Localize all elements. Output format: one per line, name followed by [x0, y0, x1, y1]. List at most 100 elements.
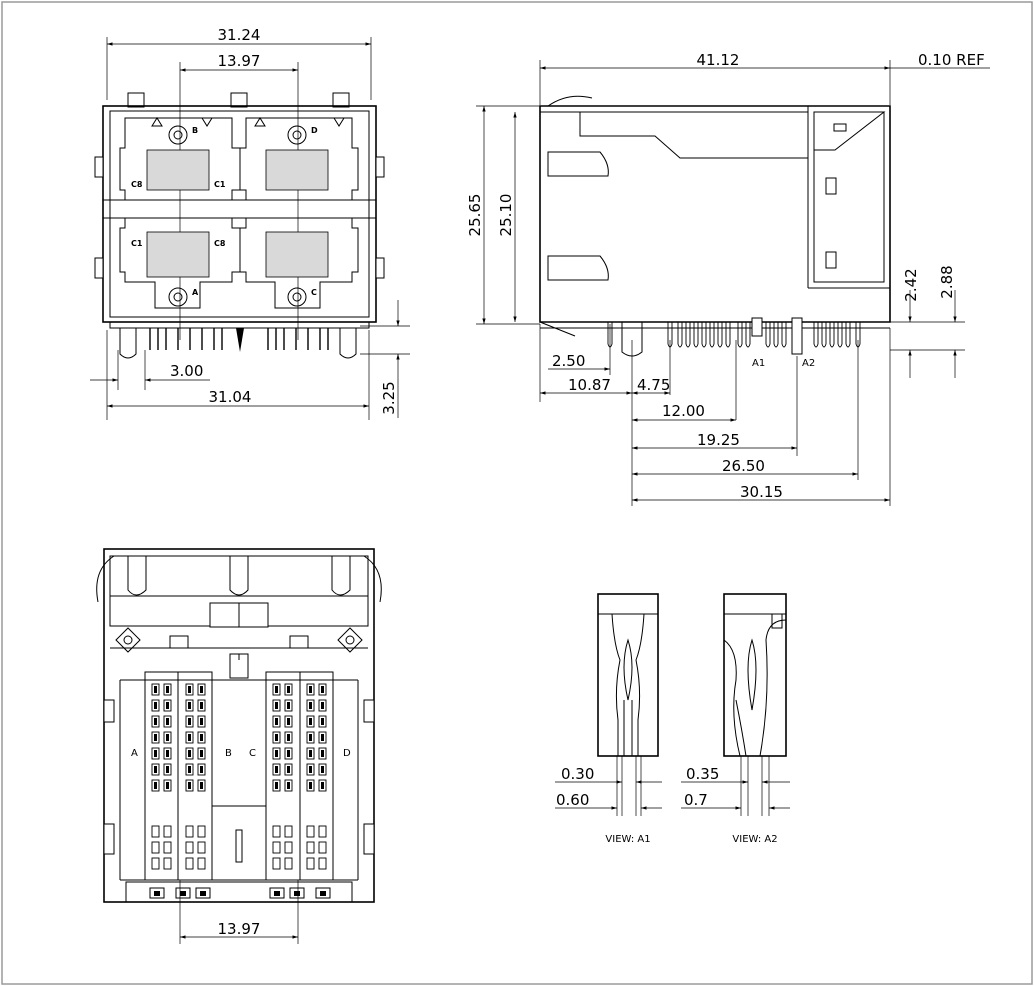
terminal-pad — [185, 683, 194, 696]
terminal-pad — [197, 699, 206, 712]
bottom-port-label-c: C — [249, 748, 256, 759]
dim-pin-first: 10.87 — [568, 376, 611, 394]
bottom-port-label-d: D — [343, 748, 351, 759]
side-pin — [709, 322, 715, 348]
side-pin — [737, 322, 743, 348]
terminal-pad — [163, 715, 172, 728]
terminal-pad — [318, 731, 327, 744]
contact-label-c8-top: C8 — [131, 180, 143, 189]
dim-a2-inner: 0.35 — [686, 765, 719, 783]
terminal-pad-core — [154, 686, 157, 693]
port-top-left — [119, 117, 241, 201]
dim-overall-length: 41.12 — [697, 51, 740, 69]
terminal-pad — [197, 763, 206, 776]
terminal-pad-core — [188, 782, 191, 789]
terminal-pad — [272, 763, 281, 776]
terminal-pad-core — [309, 734, 312, 741]
terminal-pad-core — [309, 718, 312, 725]
terminal-pad — [151, 857, 160, 870]
base-pad-core — [294, 891, 300, 896]
port-label-c: C — [311, 288, 317, 297]
dim-a2-outer: 0.7 — [684, 791, 708, 809]
terminal-pad-core — [321, 702, 324, 709]
terminal-pad — [318, 747, 327, 760]
bottom-base-pads — [149, 887, 331, 899]
terminal-pad-core — [166, 782, 169, 789]
bottom-port-label-a: A — [131, 748, 138, 759]
contact-label-c1-top: C1 — [214, 180, 226, 189]
terminal-pad — [163, 841, 172, 854]
terminal-pad-core — [309, 766, 312, 773]
terminal-pad-core — [321, 766, 324, 773]
terminal-pad — [185, 779, 194, 792]
terminal-pad — [284, 715, 293, 728]
terminal-pad-core — [200, 750, 203, 757]
terminal-pad — [197, 857, 206, 870]
dim-pin-offset: 3.00 — [170, 362, 203, 380]
terminal-pad — [318, 683, 327, 696]
front-pins — [149, 328, 329, 352]
terminal-pad — [306, 779, 315, 792]
terminal-pad-core — [287, 734, 290, 741]
base-pad-core — [320, 891, 326, 896]
terminal-pad — [284, 779, 293, 792]
port-label-b: B — [192, 126, 198, 135]
terminal-pad-core — [287, 702, 290, 709]
base-pad — [315, 887, 331, 899]
terminal-pad-core — [200, 782, 203, 789]
terminal-pad-core — [154, 782, 157, 789]
terminal-pad-core — [321, 686, 324, 693]
terminal-pad — [318, 763, 327, 776]
bottom-terminals — [151, 683, 327, 870]
terminal-pad — [185, 857, 194, 870]
side-pin — [677, 322, 683, 348]
terminal-pad — [151, 825, 160, 838]
terminal-pad — [306, 731, 315, 744]
terminal-pad — [151, 699, 160, 712]
base-pad — [149, 887, 165, 899]
terminal-pad-core — [275, 750, 278, 757]
terminal-pad — [272, 683, 281, 696]
terminal-pad — [306, 825, 315, 838]
terminal-pad — [185, 715, 194, 728]
terminal-pad-core — [275, 718, 278, 725]
terminal-pad-core — [188, 718, 191, 725]
detail-view-a2: 0.35 0.7 VIEW: A2 — [681, 593, 790, 845]
side-pin — [765, 322, 771, 348]
dim-ref-offset: 0.10 REF — [918, 51, 985, 69]
dim-port-pitch-bottom: 13.97 — [218, 920, 261, 938]
dim-row-2: 19.25 — [697, 431, 740, 449]
dim-port-pitch-top: 13.97 — [218, 52, 261, 70]
side-pin — [837, 322, 843, 348]
side-pins — [607, 322, 861, 348]
side-pin — [821, 322, 827, 348]
side-pin — [725, 322, 731, 348]
terminal-pad — [151, 763, 160, 776]
terminal-pad — [284, 763, 293, 776]
dim-a1-inner: 0.30 — [561, 765, 594, 783]
terminal-pad — [151, 715, 160, 728]
detail-view-a1: 0.30 0.60 VIEW: A1 — [555, 593, 662, 845]
terminal-pad-core — [188, 702, 191, 709]
side-pin — [781, 322, 787, 348]
terminal-pad — [306, 715, 315, 728]
terminal-pad-core — [287, 718, 290, 725]
terminal-pad-core — [287, 686, 290, 693]
terminal-pad-core — [200, 734, 203, 741]
terminal-pad-core — [200, 702, 203, 709]
terminal-pad — [306, 683, 315, 696]
terminal-pad-core — [154, 734, 157, 741]
contact-label-c1-bottom: C1 — [131, 239, 143, 248]
side-pin — [813, 322, 819, 348]
terminal-pad — [197, 779, 206, 792]
terminal-pad — [318, 699, 327, 712]
terminal-pad — [151, 779, 160, 792]
dim-row-3: 26.50 — [722, 457, 765, 475]
terminal-pad-core — [275, 782, 278, 789]
dim-height-total: 25.65 — [466, 194, 484, 237]
dim-row-1: 12.00 — [662, 402, 705, 420]
side-pin — [685, 322, 691, 348]
terminal-pad — [284, 731, 293, 744]
terminal-pad-core — [275, 686, 278, 693]
